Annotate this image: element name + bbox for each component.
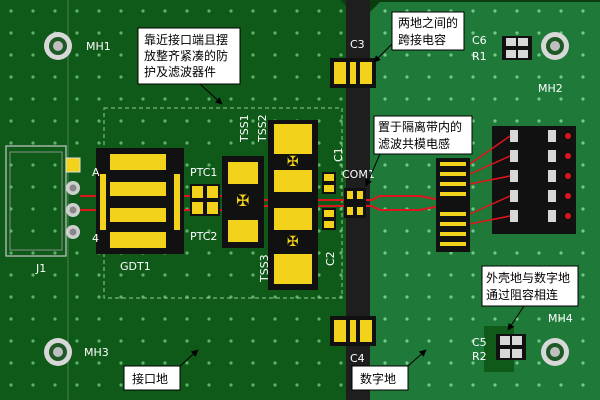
com1-component [344, 188, 366, 218]
label-ptc1: PTC1 [190, 166, 217, 179]
callout-shell-ground: 外壳地与数字地 通过阻容相连 [481, 265, 579, 331]
callout-interface-ground: 接口地 [123, 349, 199, 391]
svg-text:✠: ✠ [236, 191, 249, 210]
label-mh3: MH3 [84, 346, 109, 359]
label-r2: R2 [472, 350, 487, 363]
label-gdt1: GDT1 [120, 260, 151, 273]
label-tss2: TSS2 [256, 114, 269, 143]
mounting-hole-mh1 [44, 32, 72, 60]
protection-zone-outline [103, 107, 343, 299]
label-com1: COM1 [342, 168, 375, 181]
svg-text:跨接电容: 跨接电容 [398, 32, 446, 47]
label-pin-a: A [92, 166, 100, 179]
svg-text:靠近接口端且摆: 靠近接口端且摆 [144, 32, 228, 47]
callout-digital-ground: 数字地 [351, 349, 427, 391]
ptc2-component [190, 200, 220, 216]
tss-group: ✠ ✠ ✠ [222, 120, 318, 290]
label-mh1: MH1 [86, 40, 111, 53]
connector-j1 [5, 145, 81, 257]
svg-text:护及滤波器件: 护及滤波器件 [144, 65, 216, 79]
mounting-hole-mh2 [541, 32, 569, 60]
label-c1: C1 [332, 147, 345, 162]
svg-text:外壳地与数字地: 外壳地与数字地 [486, 270, 570, 285]
label-c6: C6 [472, 34, 487, 47]
ptc1-component [190, 184, 220, 200]
label-c4: C4 [350, 352, 365, 365]
svg-text:放整齐紧凑的防: 放整齐紧凑的防 [144, 48, 228, 63]
callout-common-mode: 置于隔离带内的 滤波共模电感 [365, 115, 473, 187]
c4-component [330, 316, 376, 346]
digital-ic [436, 158, 470, 252]
c1-component [322, 172, 336, 194]
svg-text:接口地: 接口地 [132, 371, 168, 386]
c5-r2-components [496, 334, 526, 360]
gdt1-component [96, 148, 184, 254]
c2-component [322, 208, 336, 230]
callout-protection: 靠近接口端且摆 放整齐紧凑的防 护及滤波器件 [137, 27, 241, 105]
resistor-array [469, 126, 576, 234]
svg-text:置于隔离带内的: 置于隔离带内的 [378, 119, 462, 134]
label-c2: C2 [324, 251, 337, 266]
svg-text:两地之间的: 两地之间的 [398, 15, 458, 30]
label-c5: C5 [472, 336, 487, 349]
c6-r1-components [502, 36, 532, 60]
svg-text:通过阻容相连: 通过阻容相连 [486, 287, 558, 302]
label-c3: C3 [350, 38, 365, 51]
label-mh4: MH4 [548, 312, 573, 325]
svg-text:滤波共模电感: 滤波共模电感 [378, 136, 450, 151]
svg-text:✠: ✠ [287, 154, 299, 170]
mounting-hole-mh3 [44, 338, 72, 366]
callout-cross-cap: 两地之间的 跨接电容 [373, 11, 465, 63]
svg-text:✠: ✠ [287, 234, 299, 250]
c3-component [330, 58, 376, 88]
mounting-hole-mh4 [541, 338, 569, 366]
label-tss1: TSS1 [238, 114, 251, 143]
svg-text:数字地: 数字地 [360, 371, 396, 386]
label-r1: R1 [472, 50, 487, 63]
label-pin-4: 4 [92, 232, 99, 245]
label-tss3: TSS3 [258, 254, 271, 283]
label-mh2: MH2 [538, 82, 563, 95]
label-j1: J1 [35, 262, 46, 275]
label-ptc2: PTC2 [190, 230, 217, 243]
